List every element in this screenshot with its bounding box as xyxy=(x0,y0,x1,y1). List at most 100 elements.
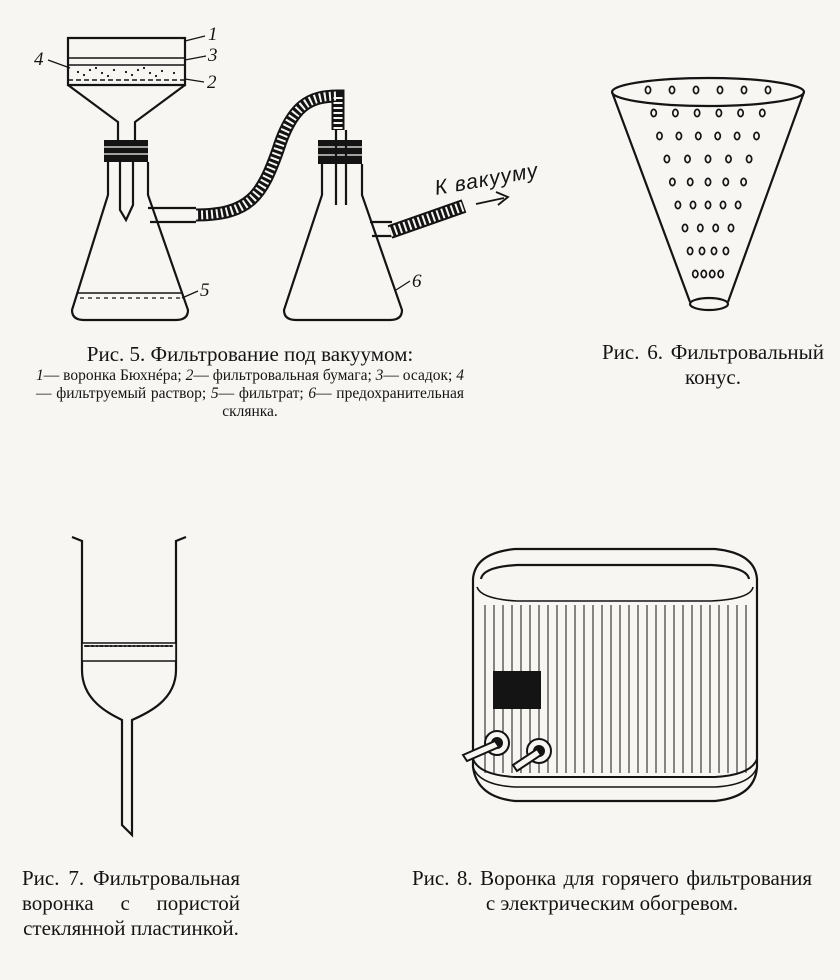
power-socket-right xyxy=(513,739,551,771)
cone-hole xyxy=(675,201,680,208)
cone-hole xyxy=(723,178,728,185)
frit-grain xyxy=(104,645,106,647)
cone-hole xyxy=(682,224,687,231)
cone-hole xyxy=(723,247,728,254)
cone-hole xyxy=(716,109,721,116)
cone-hole xyxy=(693,86,698,93)
cone-hole xyxy=(699,247,704,254)
legend-num-6: 6 xyxy=(308,385,317,403)
legend-num-5: 5 xyxy=(210,385,219,403)
frit-grain xyxy=(109,645,111,647)
cone-hole xyxy=(688,247,693,254)
figure-8-title: Рис. 8. Воронка для горячего фильтровани… xyxy=(412,866,812,915)
cone-hole xyxy=(735,132,740,139)
frit-grain xyxy=(132,645,134,647)
frit-grain xyxy=(164,645,166,647)
legend-text-5: — фильтрат; xyxy=(218,385,309,403)
cone-hole xyxy=(676,132,681,139)
cone-hole xyxy=(705,178,710,185)
cone-hole xyxy=(698,224,703,231)
cone-hole xyxy=(713,224,718,231)
figure-7-title: Рис. 7. Фильтровальная воронка с пористо… xyxy=(22,866,240,940)
cone-hole xyxy=(736,201,741,208)
figure-5-caption: Рис. 5. Фильтрование под вакуумом: 1— во… xyxy=(36,342,464,422)
label-2: 2 xyxy=(207,72,217,93)
legend-num-3: 3 xyxy=(375,366,384,384)
cone-hole xyxy=(690,201,695,208)
legend-num-4: 4 xyxy=(456,366,464,384)
frit-grain xyxy=(95,645,97,647)
cone-hole xyxy=(741,86,746,93)
cone-hole xyxy=(688,178,693,185)
sediment-layer xyxy=(76,66,176,78)
frit-grain xyxy=(150,645,152,647)
legend-text-1: — воронка Бюхнéра; xyxy=(43,366,186,384)
figure-6-title: Рис. 6. Фильтровальный конус. xyxy=(602,340,824,389)
frit-grain xyxy=(160,645,162,647)
figure-6-filter-cone xyxy=(600,70,820,330)
figure-7-caption: Рис. 7. Фильтровальная воронка с пористо… xyxy=(22,866,240,940)
cone-hole xyxy=(726,155,731,162)
figure-8-caption: Рис. 8. Воронка для горячего фильтровани… xyxy=(412,866,812,916)
cone-hole xyxy=(673,109,678,116)
vacuum-outlet-hose xyxy=(390,206,464,232)
vacuum-label: К вакууму xyxy=(433,159,541,200)
legend-text-6: — предохранительная склянка. xyxy=(222,385,465,421)
cone-hole xyxy=(741,178,746,185)
frit-grain xyxy=(90,645,92,647)
label-4: 4 xyxy=(34,49,44,70)
filtration-flask xyxy=(72,140,196,320)
cone-hole xyxy=(747,155,752,162)
cone-hole xyxy=(670,178,675,185)
legend-num-2: 2 xyxy=(185,366,194,384)
frit-grain xyxy=(146,645,148,647)
legend-text-2: — фильтровальная бумага; xyxy=(193,366,376,384)
frit-grain xyxy=(127,645,129,647)
figure-5-vacuum-filtration: 1 3 2 4 5 6 К вакууму xyxy=(34,24,541,335)
cone-hole xyxy=(669,86,674,93)
frit-grain xyxy=(155,645,157,647)
frit-grain xyxy=(169,645,171,647)
cone-hole xyxy=(718,270,723,277)
cone-hole xyxy=(705,155,710,162)
nameplate xyxy=(493,671,541,709)
figure-7-glass-filter-funnel xyxy=(50,525,220,840)
frit-grain xyxy=(99,645,101,647)
cone-hole xyxy=(720,201,725,208)
legend-text-3: — осадок; xyxy=(383,366,457,384)
cone-perforations xyxy=(645,86,770,277)
cone-hole xyxy=(754,132,759,139)
porous-glass-plate xyxy=(84,645,173,647)
vacuum-arrow-icon xyxy=(476,192,508,205)
legend-text-4: — фильтруемый раствор; xyxy=(36,385,211,403)
cone-hole xyxy=(760,109,765,116)
cone-hole xyxy=(685,155,690,162)
cone-hole xyxy=(695,109,700,116)
cone-hole xyxy=(717,86,722,93)
cone-hole xyxy=(645,86,650,93)
figure-5-title: Рис. 5. Фильтрование под вакуумом: xyxy=(86,342,414,366)
frit-grain xyxy=(123,645,125,647)
figure-5-legend: 1— воронка Бюхнéра; 2— фильтровальная бу… xyxy=(36,367,464,422)
label-6: 6 xyxy=(412,271,422,292)
frit-grain xyxy=(113,645,115,647)
cone-hole xyxy=(664,155,669,162)
label-5: 5 xyxy=(200,280,210,301)
cone-hole xyxy=(715,132,720,139)
cone-hole xyxy=(728,224,733,231)
cone-hole xyxy=(696,132,701,139)
cone-hole xyxy=(693,270,698,277)
frit-grain xyxy=(136,645,138,647)
cone-hole xyxy=(657,132,662,139)
frit-grain xyxy=(141,645,143,647)
buchner-funnel xyxy=(68,38,185,140)
label-3: 3 xyxy=(207,45,218,66)
cone-hole xyxy=(710,270,715,277)
safety-flask xyxy=(284,130,402,320)
label-1: 1 xyxy=(208,24,218,45)
label-leader-lines xyxy=(48,36,410,298)
frit-grain xyxy=(85,645,87,647)
cone-hole xyxy=(705,201,710,208)
cone-hole xyxy=(738,109,743,116)
legend-num-1: 1 xyxy=(36,366,44,384)
